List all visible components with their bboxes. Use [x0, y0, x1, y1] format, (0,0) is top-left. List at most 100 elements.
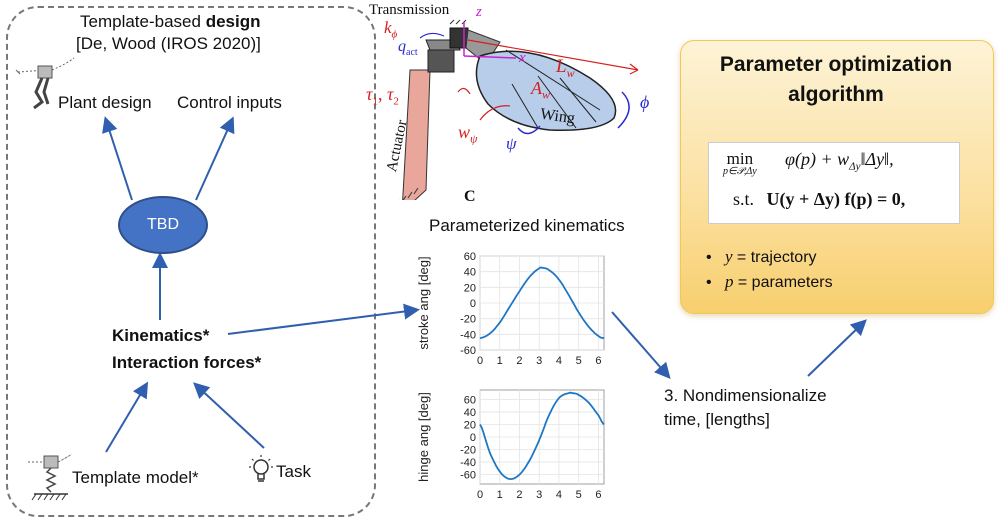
k-phi-label: kϕ [384, 18, 397, 40]
w-psi-symbol: w [458, 122, 471, 142]
psi-label: ψ [506, 134, 517, 153]
hinge-chart-x-tick-label: 2 [516, 489, 522, 501]
transmission-label: Transmission [369, 2, 450, 18]
hinge-chart-x-tick-label: 3 [536, 489, 542, 501]
stroke-chart-x-tick-label: 2 [516, 355, 522, 367]
optimization-title: Parameter optimization algorithm [680, 50, 992, 110]
step3-line2: time, [lengths] [664, 410, 770, 429]
tau-separator: , [377, 84, 387, 104]
stroke-chart-y-tick-label: 40 [464, 267, 476, 279]
stroke-chart-x-tick-label: 6 [595, 355, 601, 367]
stroke-chart-y-tick-label: 20 [464, 282, 476, 294]
interaction-forces-label: Interaction forces* [112, 353, 262, 372]
optimization-title-line1: Parameter optimization [719, 53, 953, 76]
hinge-chart-series-line [479, 391, 605, 481]
wing-mechanism-diagram [399, 19, 639, 200]
l-w-label: Lw [556, 56, 575, 81]
tau1-symbol: τ [366, 84, 373, 104]
q-act-label: qact [398, 38, 418, 58]
bullet-dot: • [706, 274, 725, 291]
stroke-chart-x-tick-label: 3 [536, 355, 542, 367]
task-label: Task [276, 462, 311, 481]
stroke-chart-series-line [479, 266, 605, 340]
formula-constraint: s.t. U(y + Δy) f(p) = 0, [733, 189, 905, 210]
wing-shape [475, 50, 617, 131]
stroke-chart-y-tick-label: -40 [460, 329, 476, 341]
stroke-chart-y-tick-label: -60 [460, 345, 476, 357]
title-bold: design [205, 12, 261, 31]
bullet-trajectory-text: = trajectory [732, 249, 817, 266]
control-inputs-label: Control inputs [177, 93, 282, 112]
objective-w-subscript: Δy [849, 160, 861, 173]
objective-norm: ‖Δy‖, [860, 149, 894, 169]
hinge-chart-y-tick-label: -60 [460, 470, 476, 482]
kinematics-label: Kinematics* [112, 326, 210, 345]
a-w-label: Aw [531, 78, 550, 103]
hinge-chart-x-tick-label: 6 [595, 489, 601, 501]
x-axis-label: x [519, 50, 526, 66]
tau-label: τ1, τ2 [366, 84, 399, 108]
stroke-chart-x-tick-label: 4 [556, 355, 562, 367]
w-psi-label: wψ [458, 122, 477, 147]
hinge-chart-y-tick-label: -20 [460, 445, 476, 457]
lightbulb-icon [249, 455, 273, 482]
l-w-subscript: w [566, 65, 575, 80]
template-design-panel [6, 6, 376, 517]
stroke-chart-x-tick-label: 5 [576, 355, 582, 367]
constraint-text: U(y + Δy) f(p) = 0, [766, 189, 906, 209]
constraint-st: s.t. [733, 189, 755, 209]
min-operator: min [726, 149, 754, 168]
hinge-chart-y-axis-label: hinge ang [deg] [416, 392, 431, 482]
min-subscript: p∈𝒫,Δy [723, 166, 757, 177]
z-axis-label: z [476, 4, 482, 20]
stroke-chart-y-axis-label: stroke ang [deg] [416, 256, 431, 349]
a-w-subscript: w [542, 87, 551, 102]
bullet-parameters-text: = parameters [733, 274, 833, 291]
citation: [De, Wood (IROS 2020)] [76, 34, 261, 53]
bullet-trajectory-symbol: y [724, 247, 733, 266]
bullet-trajectory: • y = trajectory [706, 247, 817, 267]
stroke-angle-chart: 0 1 2 3 4 5 6 60 40 20 0 -20 -40 -60 stroke ang [deg] [416, 251, 605, 367]
stroke-chart-y-tick-label: 0 [470, 298, 476, 310]
hinge-chart-y-tick-label: 60 [464, 394, 476, 406]
k-phi-symbol: k [384, 18, 392, 37]
bullet-parameters-symbol: p [724, 272, 734, 291]
hinge-chart-x-tick-label: 4 [556, 489, 562, 501]
tbd-node: TBD [118, 196, 208, 254]
tau2-subscript: 2 [393, 95, 399, 108]
hinge-chart-y-tick-label: -40 [460, 457, 476, 469]
actuator-beam [402, 69, 431, 200]
phi-label: ϕ [640, 92, 650, 112]
stroke-chart-x-tick-label: 0 [477, 355, 483, 367]
title-prefix: Template-based [80, 12, 206, 31]
hinge-chart-x-tick-label: 5 [576, 489, 582, 501]
q-act-subscript: act [406, 47, 418, 59]
hinge-chart-y-tick-label: 20 [464, 419, 476, 431]
stroke-chart-y-tick-label: -20 [460, 314, 476, 326]
a-w-symbol: A [531, 78, 542, 98]
panel-title: Template-based design [80, 12, 260, 32]
panel-letter: C [464, 188, 476, 205]
q-act-symbol: q [398, 38, 406, 55]
spring-mass-icon [28, 453, 73, 501]
objective-text: φ(p) + w [785, 149, 850, 169]
formula-min: min p∈𝒫,Δy [723, 149, 757, 177]
tbd-label: TBD [147, 216, 179, 233]
l-w-symbol: L [556, 56, 567, 77]
template-model-label: Template model* [72, 468, 199, 487]
step3-line1: 3. Nondimensionalize [664, 386, 827, 405]
k-phi-subscript: ϕ [391, 28, 398, 41]
stroke-chart-y-tick-label: 60 [464, 251, 476, 263]
formula-objective: φ(p) + wΔy‖Δy‖, [785, 149, 894, 173]
bullet-dot: • [706, 249, 725, 266]
plant-design-label: Plant design [58, 93, 152, 112]
tau1-subscript: 1 [372, 95, 378, 108]
bullet-parameters: • p = parameters [706, 272, 833, 292]
optimization-title-line2: algorithm [788, 83, 884, 106]
hinge-chart-y-tick-label: 40 [464, 407, 476, 419]
stroke-chart-x-tick-label: 1 [497, 355, 503, 367]
kinematics-title: Parameterized kinematics [429, 216, 625, 235]
hinge-chart-x-tick-label: 1 [497, 489, 503, 501]
